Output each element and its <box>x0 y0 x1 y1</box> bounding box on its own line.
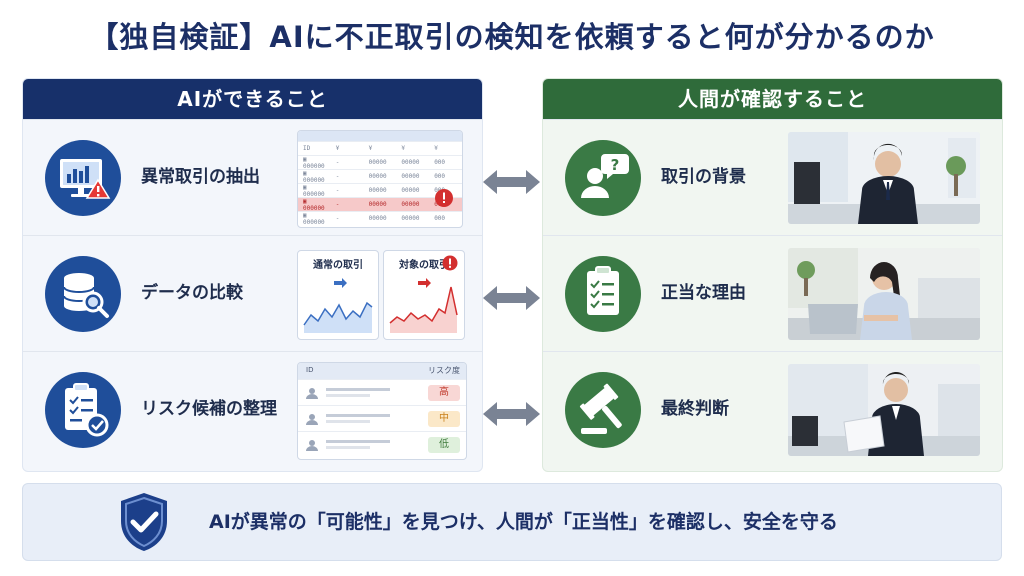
risk-row: 中 <box>298 405 466 432</box>
risk-badge-medium: 中 <box>428 411 460 427</box>
businessman-reviewing-document-photo <box>788 364 980 456</box>
human-check-panel: 人間が確認すること ? 取引の背景 <box>542 78 1003 472</box>
shield-check-icon <box>121 493 167 551</box>
ai-row-label: データの比較 <box>141 283 243 303</box>
target-transaction-chart: 対象の取引 <box>383 250 465 340</box>
summary-text: AIが異常の「可能性」を見つけ、人間が「正当性」を確認し、安全を守る <box>209 511 838 533</box>
risk-row: 低 <box>298 431 466 458</box>
user-icon <box>306 414 318 425</box>
human-check-header: 人間が確認すること <box>543 79 1002 119</box>
businesswoman-laptop-photo <box>788 248 980 340</box>
ai-row-label: リスク候補の整理 <box>141 399 277 419</box>
gavel-icon <box>565 372 641 448</box>
risk-level-header: リスク度 <box>428 366 460 375</box>
risk-badge-low: 低 <box>428 437 460 453</box>
double-arrow-icon <box>483 402 540 426</box>
double-arrow-icon <box>483 170 540 194</box>
person-question-icon: ? <box>565 140 641 216</box>
risk-row: 高 <box>298 379 466 406</box>
normal-transaction-chart: 通常の取引 <box>297 250 379 340</box>
ai-capabilities-header: AIができること <box>23 79 482 119</box>
clipboard-check-icon <box>45 372 121 448</box>
user-icon <box>306 440 318 451</box>
risk-badge-high: 高 <box>428 385 460 401</box>
normal-chart-title: 通常の取引 <box>313 260 363 271</box>
svg-text:?: ? <box>611 156 620 174</box>
human-row-label: 正当な理由 <box>661 283 746 303</box>
monitor-chart-alert-icon <box>45 140 121 216</box>
human-row-background: ? 取引の背景 <box>543 119 1002 235</box>
alert-icon <box>435 189 453 207</box>
ai-row-risk-sorting: リスク候補の整理 ID リスク度 高 中 低 <box>23 351 482 467</box>
human-row-label: 最終判断 <box>661 399 729 419</box>
summary-banner: AIが異常の「可能性」を見つけ、人間が「正当性」を確認し、安全を守る <box>22 483 1002 561</box>
database-search-icon <box>45 256 121 332</box>
ai-row-label: 異常取引の抽出 <box>141 167 260 187</box>
double-arrow-icon <box>483 286 540 310</box>
checklist-icon <box>565 256 641 332</box>
human-row-label: 取引の背景 <box>661 167 746 187</box>
page-title: 【独自検証】AIに不正取引の検知を依頼すると何が分かるのか <box>89 20 935 54</box>
businessman-thinking-photo <box>788 132 980 224</box>
user-icon <box>306 388 318 399</box>
target-chart-title: 対象の取引 <box>399 260 449 271</box>
human-row-justification: 正当な理由 <box>543 235 1002 351</box>
ai-row-data-comparison: データの比較 通常の取引 対象の取引 <box>23 235 482 351</box>
alert-icon <box>442 255 458 271</box>
human-row-final-decision: 最終判断 <box>543 351 1002 467</box>
risk-list-thumbnail: ID リスク度 高 中 低 <box>297 362 467 460</box>
